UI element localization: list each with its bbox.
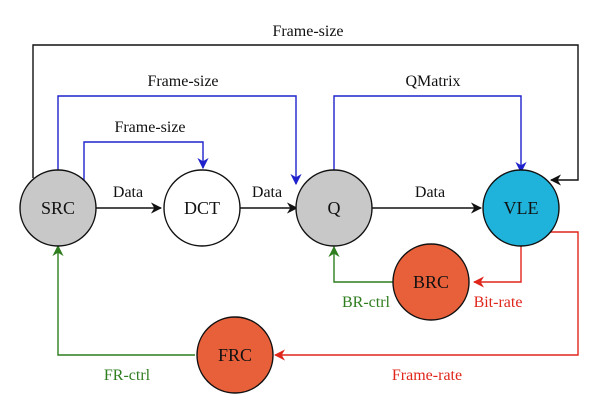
edge-frc-to-src-fr-ctrl <box>52 244 195 356</box>
edge-label-src-to-dct-frame-size: Frame-size <box>114 119 185 136</box>
edge-label-src-to-vle-frame-size: Frame-size <box>272 23 343 40</box>
node-brc-circle <box>392 243 470 321</box>
edge-label-frc-to-src-fr-ctrl: FR-ctrl <box>104 367 151 384</box>
node-src-circle <box>19 169 97 247</box>
edge-src-to-q-frame-size <box>57 95 302 186</box>
edge-label-vle-to-brc-bit-rate: Bit-rate <box>474 294 523 311</box>
edge-label-dct-to-q-data: Data <box>252 184 282 201</box>
node-brc: BRC <box>392 243 470 321</box>
edge-label-vle-to-frc-frame-rate: Frame-rate <box>392 367 462 384</box>
edge-label-src-to-dct-data: Data <box>113 184 143 201</box>
node-dct-label: DCT <box>184 198 220 218</box>
node-q: Q <box>295 169 373 247</box>
node-src: SRC <box>19 169 97 247</box>
edge-label-brc-to-q-br-ctrl: BR-ctrl <box>342 294 391 311</box>
node-q-circle <box>295 169 373 247</box>
node-vle-circle <box>482 169 560 247</box>
edge-vle-to-brc-bit-rate <box>472 245 522 288</box>
node-q-label: Q <box>328 198 341 218</box>
edge-label-q-to-vle-qmatrix: QMatrix <box>405 73 460 90</box>
edge-src-to-vle-frame-size <box>32 44 579 186</box>
edge-label-src-to-q-frame-size: Frame-size <box>147 73 218 90</box>
node-brc-label: BRC <box>413 272 449 292</box>
edge-vle-to-frc-frame-rate <box>273 231 579 361</box>
node-vle: VLE <box>482 169 560 247</box>
node-frc-label: FRC <box>218 345 252 365</box>
node-vle-label: VLE <box>504 198 539 218</box>
node-frc-circle <box>196 316 274 394</box>
edge-q-to-vle-qmatrix <box>333 95 527 174</box>
node-src-label: SRC <box>41 198 75 218</box>
edge-label-q-to-vle-data: Data <box>415 184 445 201</box>
node-frc: FRC <box>196 316 274 394</box>
edge-brc-to-q-br-ctrl <box>328 245 396 283</box>
node-dct-circle <box>163 169 241 247</box>
node-dct: DCT <box>163 169 241 247</box>
edge-src-to-dct-frame-size <box>83 141 209 184</box>
